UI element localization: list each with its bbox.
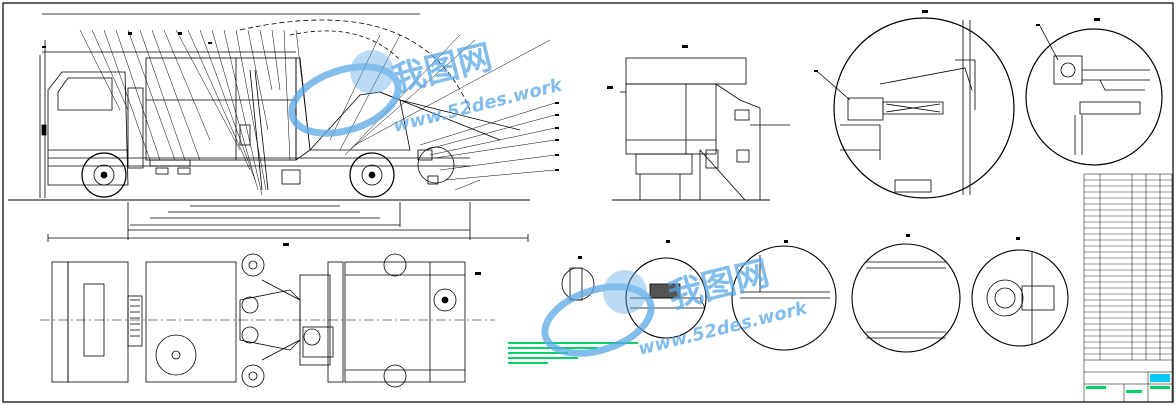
watermark-top: 我图网 www.52des.work — [288, 37, 565, 137]
svg-text:我图网: 我图网 — [665, 253, 774, 316]
leader-tags — [42, 10, 1100, 275]
parts-list-rows — [1084, 179, 1172, 355]
parts-list-table — [1083, 173, 1173, 403]
detail-large-2 — [1025, 25, 1163, 166]
detail-large-1 — [817, 17, 1015, 199]
detail-small-row — [561, 243, 1069, 353]
top-view — [40, 253, 495, 388]
rear-view — [612, 57, 790, 201]
side-view-leaders — [79, 29, 556, 196]
svg-text:我图网: 我图网 — [388, 37, 497, 100]
title-block-accents — [1086, 374, 1170, 393]
